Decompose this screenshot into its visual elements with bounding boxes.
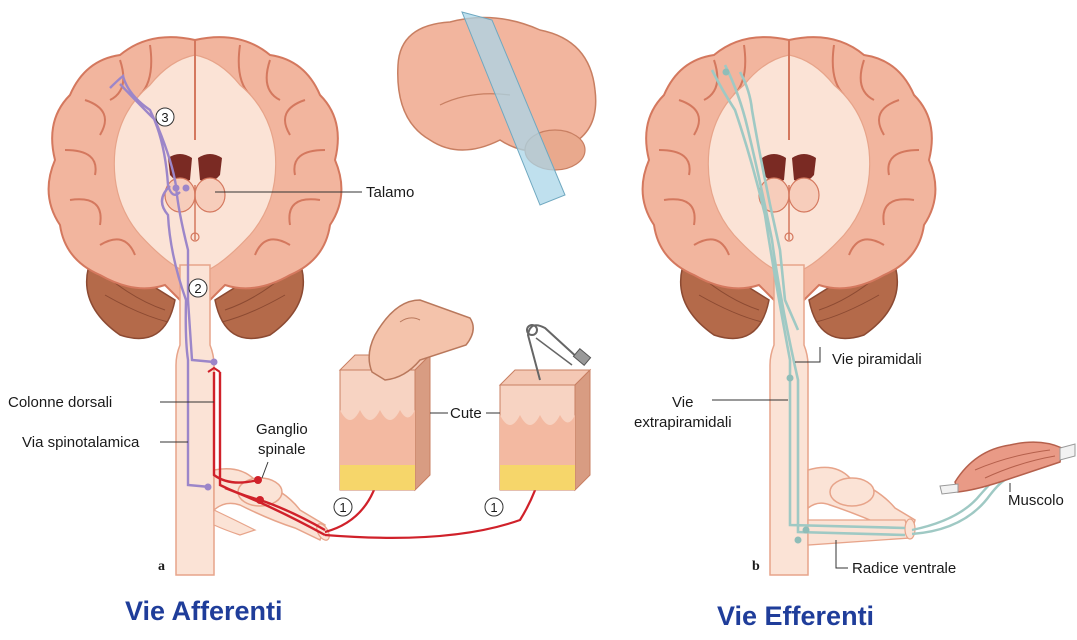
marker-1a: 1 <box>333 497 353 517</box>
efferent-panel: Vie piramidali Vie extrapiramidali Musco… <box>634 36 1076 631</box>
caption-efferent: Vie Efferenti <box>717 601 874 631</box>
thalamic-synapse-dot <box>172 184 180 192</box>
marker-2: 2 <box>188 278 208 298</box>
label-cute: Cute <box>450 405 482 422</box>
label-muscolo: Muscolo <box>1008 492 1064 509</box>
label-extrapiramidali: extrapiramidali <box>634 414 732 431</box>
muscle-icon <box>939 441 1076 495</box>
label-via-spinotalamica: Via spinotalamica <box>22 434 140 451</box>
safety-pin-icon <box>526 324 592 381</box>
brain-coronal-section-a <box>47 36 343 576</box>
svg-text:2: 2 <box>194 281 201 296</box>
finger-icon <box>368 299 474 381</box>
label-ganglio-2: spinale <box>258 441 306 458</box>
label-vie-piramidali: Vie piramidali <box>832 351 922 368</box>
label-vie: Vie <box>672 394 693 411</box>
skin-block-icon <box>338 353 432 492</box>
brain-icon <box>397 11 597 206</box>
efferent-pathway <box>710 64 906 537</box>
label-colonne-dorsali: Colonne dorsali <box>8 394 112 411</box>
panel-letter-b: b <box>752 559 760 574</box>
svg-text:1: 1 <box>339 500 346 515</box>
marker-1b: 1 <box>484 497 504 517</box>
label-talamo: Talamo <box>366 184 414 201</box>
afferent-panel: 3 2 1 1 Talamo Colonne dorsali Via spino… <box>8 11 597 626</box>
skin-block-icon <box>498 368 592 492</box>
panel-letter-a: a <box>158 559 165 574</box>
caption-afferent: Vie Afferenti <box>125 596 283 626</box>
label-radice-ventrale: Radice ventrale <box>852 560 956 577</box>
label-ganglio-1: Ganglio <box>256 421 308 438</box>
svg-text:3: 3 <box>161 110 168 125</box>
svg-text:1: 1 <box>490 500 497 515</box>
marker-3: 3 <box>155 107 175 127</box>
